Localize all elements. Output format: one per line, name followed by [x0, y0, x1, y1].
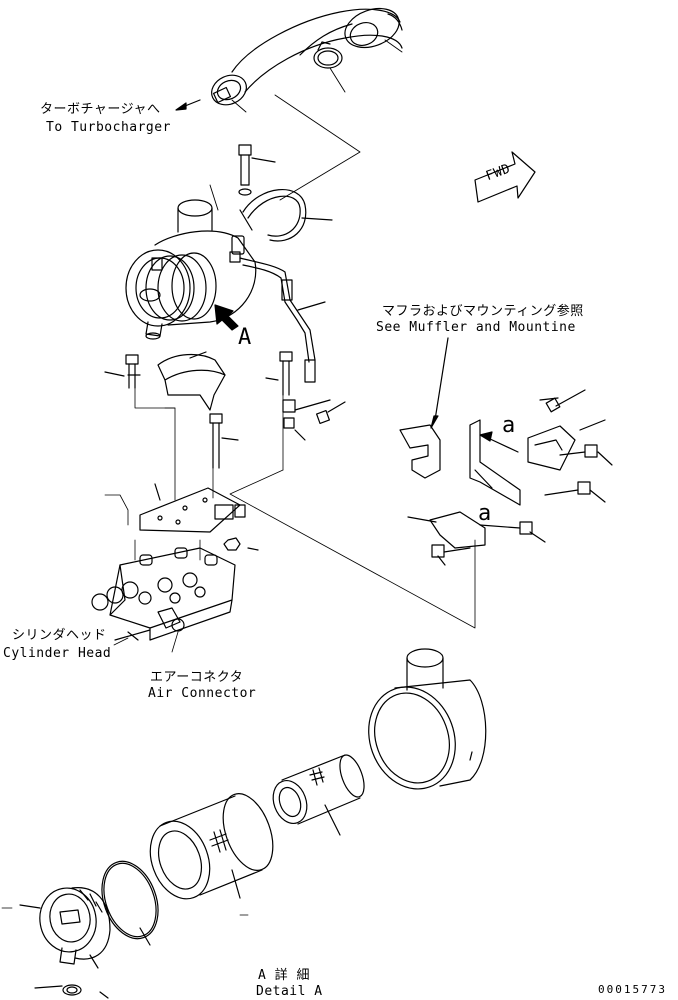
drawing-number: 00015773: [598, 983, 667, 996]
outer-housing: [355, 649, 486, 801]
leader-lines-top: [210, 40, 402, 210]
label-muffler-en: See Muffler and Mountine: [376, 320, 576, 335]
detail-leaders: [2, 908, 248, 915]
label-air-connector-en: Air Connector: [148, 686, 257, 701]
callout-a-lower: a: [478, 501, 492, 526]
label-turbo-jp: ターボチャージャへ: [40, 102, 161, 117]
intake-hose: [232, 2, 404, 92]
air-cleaner-upper: [126, 200, 256, 339]
inner-safety-element: [267, 752, 368, 835]
indicator-hose: [240, 258, 325, 382]
primary-filter-element: [140, 787, 282, 907]
turbo-arrow: [176, 100, 200, 110]
assembly-lines: [105, 388, 475, 628]
bolt-top: [239, 145, 275, 195]
label-detail-en: Detail A: [256, 984, 323, 999]
hose-clamp-left: [207, 70, 251, 111]
label-cylinder-head-en: Cylinder Head: [3, 646, 112, 661]
detail-a-arrow: [215, 305, 238, 330]
saddle-bracket: [128, 352, 225, 410]
callout-A: A: [238, 325, 252, 350]
base-plate: [140, 484, 258, 550]
muffler-mounting-brackets: [400, 338, 612, 565]
label-cylinder-head-jp: シリンダヘッド: [12, 628, 107, 643]
cylinder-head-leaders: [114, 632, 178, 652]
label-turbo-en: To Turbocharger: [46, 120, 171, 135]
bolts-middle: [105, 352, 345, 468]
hose-clamp-upper: [314, 42, 342, 68]
callout-a-upper: a: [502, 413, 516, 438]
cylinder-head: [92, 548, 235, 640]
mounting-band: [240, 190, 332, 241]
label-muffler-jp: マフラおよびマウンティング参照: [382, 304, 584, 319]
label-detail-jp: A 詳 細: [258, 968, 310, 983]
label-air-connector-jp: エアーコネクタ: [150, 670, 244, 685]
end-cover: [20, 884, 110, 998]
fwd-arrow: [475, 152, 535, 202]
o-ring-seal: [92, 854, 168, 947]
